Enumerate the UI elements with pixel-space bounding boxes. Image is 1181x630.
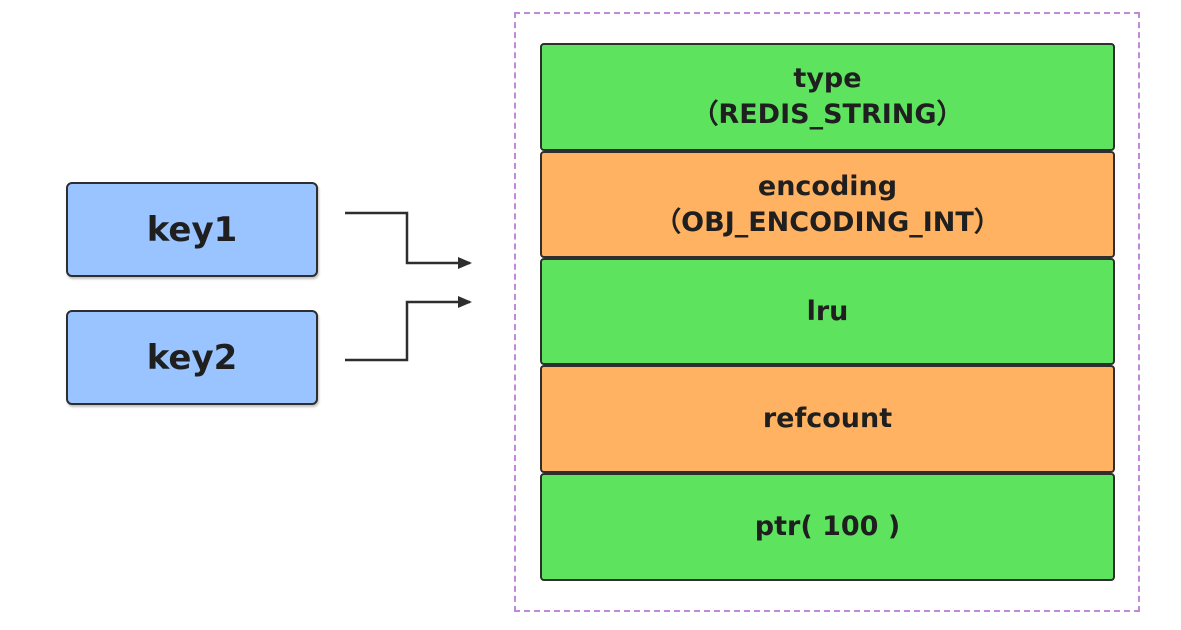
field-lru: lru	[540, 258, 1115, 365]
field-encoding-value: （OBJ_ENCODING_INT）	[654, 206, 1001, 238]
field-type-name: type	[793, 63, 862, 94]
field-type-value: （REDIS_STRING）	[691, 99, 964, 130]
field-encoding-name: encoding	[757, 170, 898, 202]
field-refcount: refcount	[540, 365, 1115, 473]
key1-box: key1	[66, 182, 318, 277]
key1-arrow	[345, 211, 472, 269]
key1-label: key1	[146, 209, 238, 250]
field-ptr-name: ptr( 100 )	[754, 511, 901, 542]
key2-arrow	[345, 296, 472, 362]
redis-object-container	[514, 12, 1140, 612]
field-ptr: ptr( 100 )	[540, 473, 1115, 581]
key2-box: key2	[66, 310, 318, 405]
key2-label: key2	[146, 337, 238, 378]
field-lru-name: lru	[806, 295, 849, 327]
field-refcount-name: refcount	[762, 403, 893, 434]
field-encoding: encoding （OBJ_ENCODING_INT）	[540, 151, 1115, 258]
field-type: type （REDIS_STRING）	[540, 43, 1115, 151]
